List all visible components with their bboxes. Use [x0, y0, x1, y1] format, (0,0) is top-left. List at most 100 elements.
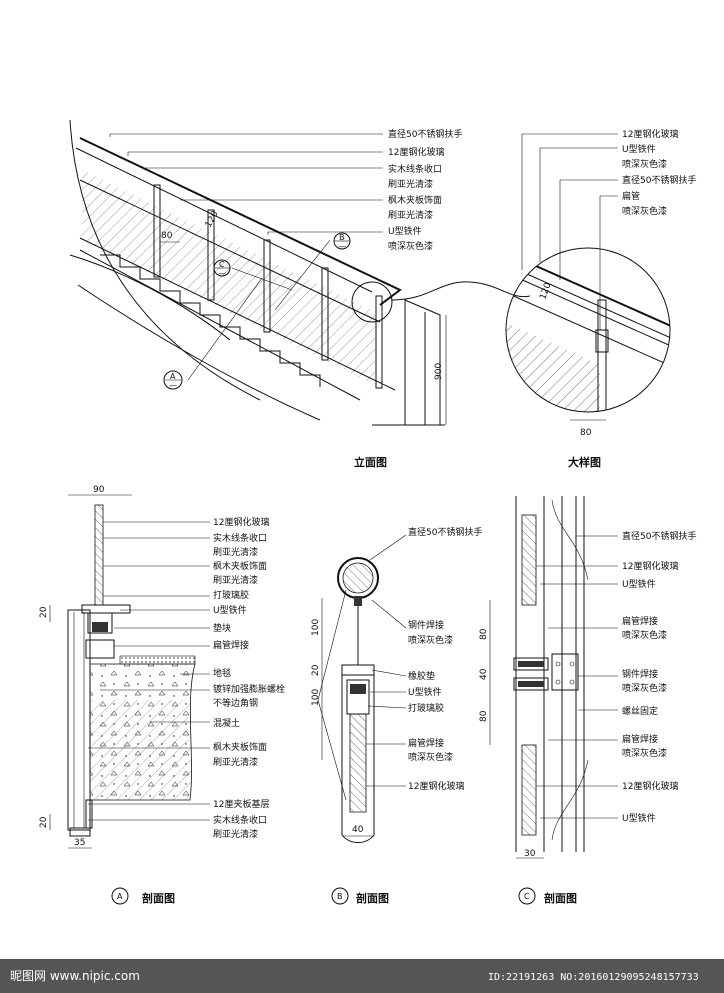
svg-text:直径50不锈钢扶手: 直径50不锈钢扶手	[622, 174, 696, 186]
svg-text:20: 20	[311, 664, 321, 676]
marker-b: B —	[333, 232, 351, 251]
svg-text:90: 90	[93, 485, 105, 495]
svg-text:A: A	[117, 892, 123, 901]
watermark-site: 昵图网 www.nipic.com	[10, 969, 140, 983]
svg-text:钢件焊接: 钢件焊接	[622, 668, 658, 680]
svg-text:刷亚光清漆: 刷亚光清漆	[213, 574, 258, 586]
section-a-labels: 12厘钢化玻璃 实木线条收口 刷亚光清漆 枫木夹板饰面 刷亚光清漆 打玻璃胶 U…	[213, 516, 285, 840]
svg-text:20: 20	[39, 606, 49, 618]
svg-text:12厘钢化玻璃: 12厘钢化玻璃	[622, 560, 678, 572]
section-b-view: 100 20 100 40 直径50不锈钢扶手 钢件焊接 喷深灰色漆 橡胶垫 U…	[311, 526, 482, 905]
label-glass: 12厘钢化玻璃	[388, 146, 444, 158]
svg-text:喷深灰色漆: 喷深灰色漆	[408, 751, 453, 763]
section-b-title: 剖面图	[356, 891, 389, 905]
marker-c: C —	[213, 259, 231, 278]
svg-text:80: 80	[479, 628, 489, 640]
svg-text:喷深灰色漆: 喷深灰色漆	[408, 634, 453, 646]
svg-text:12厘钢化玻璃: 12厘钢化玻璃	[622, 128, 678, 140]
detail-view: 80 120 12厘钢化玻璃 U型铁件 喷深灰色漆 直径50不锈钢扶手 扁管 喷…	[505, 128, 696, 469]
svg-text:B: B	[339, 233, 345, 242]
svg-text:扁管焊接: 扁管焊接	[408, 737, 444, 749]
svg-text:B: B	[337, 892, 343, 901]
svg-text:橡胶垫: 橡胶垫	[408, 670, 435, 682]
svg-text:喷深灰色漆: 喷深灰色漆	[622, 205, 667, 217]
svg-text:—: —	[218, 269, 226, 278]
svg-text:80: 80	[479, 710, 489, 722]
svg-text:扁管焊接: 扁管焊接	[213, 639, 249, 651]
watermark-bar: 昵图网 www.nipic.com ID:22191263 NO:2016012…	[0, 959, 724, 993]
dim-120: 120	[538, 281, 553, 301]
label-matte-varnish-1: 刷亚光清漆	[388, 178, 433, 190]
watermark-id: ID:22191263 NO:20160129095248157733	[488, 972, 699, 983]
elevation-title: 立面图	[354, 455, 387, 469]
svg-text:刷亚光清漆: 刷亚光清漆	[213, 546, 258, 558]
section-a-view: 90 20 20 35	[39, 485, 285, 905]
label-dark-grey-paint: 喷深灰色漆	[388, 240, 433, 252]
section-a-title: 剖面图	[142, 891, 175, 905]
svg-text:实木线条收口: 实木线条收口	[213, 532, 267, 544]
svg-text:直径50不锈钢扶手: 直径50不锈钢扶手	[408, 526, 482, 538]
svg-text:枫木夹板饰面: 枫木夹板饰面	[213, 560, 267, 572]
svg-text:12厘钢化玻璃: 12厘钢化玻璃	[408, 780, 464, 792]
svg-text:螺丝固定: 螺丝固定	[622, 705, 658, 717]
marker-a: A —	[163, 370, 183, 390]
svg-text:U型铁件: U型铁件	[622, 578, 656, 590]
svg-text:100: 100	[311, 689, 321, 706]
svg-text:U型铁件: U型铁件	[622, 812, 656, 824]
dim-120: 120	[204, 209, 221, 229]
svg-text:A: A	[170, 372, 176, 381]
svg-text:20: 20	[39, 816, 49, 828]
svg-text:扁管: 扁管	[622, 190, 640, 202]
section-c-labels: 直径50不锈钢扶手 12厘钢化玻璃 U型铁件 扁管焊接 喷深灰色漆 钢件焊接 喷…	[622, 530, 696, 824]
detail-title: 大样图	[568, 455, 601, 469]
dim-80: 80	[580, 428, 592, 438]
svg-text:扁管焊接: 扁管焊接	[622, 615, 658, 627]
svg-text:40: 40	[479, 668, 489, 680]
svg-text:刷亚光清漆: 刷亚光清漆	[213, 828, 258, 840]
elevation-labels: 直径50不锈钢扶手 12厘钢化玻璃 实木线条收口 刷亚光清漆 枫木夹板饰面 刷亚…	[388, 128, 462, 252]
svg-text:实木线条收口: 实木线条收口	[213, 814, 267, 826]
svg-text:喷深灰色漆: 喷深灰色漆	[622, 629, 667, 641]
svg-text:直径50不锈钢扶手: 直径50不锈钢扶手	[622, 530, 696, 542]
svg-text:U型铁件: U型铁件	[622, 143, 656, 155]
svg-text:40: 40	[352, 825, 364, 835]
section-c-view: 80 40 80 30 直径50不锈钢扶手 12厘钢化玻璃 U型铁件 扁管焊接 …	[479, 496, 696, 905]
dim-900: 900	[434, 363, 444, 380]
dim-80: 80	[161, 231, 173, 241]
label-wood-trim: 实木线条收口	[388, 163, 442, 175]
svg-text:钢件焊接: 钢件焊接	[408, 619, 444, 631]
elevation-view: 900 80 120 直径50不锈钢扶手 12厘钢化玻璃 实木线条收口 刷亚光清…	[69, 119, 531, 469]
section-b-labels: 直径50不锈钢扶手 钢件焊接 喷深灰色漆 橡胶垫 U型铁件 打玻璃胶 扁管焊接 …	[408, 526, 482, 792]
svg-text:35: 35	[74, 838, 85, 848]
svg-text:12厘钢化玻璃: 12厘钢化玻璃	[213, 516, 269, 528]
svg-text:—: —	[169, 381, 177, 390]
svg-text:地毯: 地毯	[213, 667, 231, 679]
label-matte-varnish-2: 刷亚光清漆	[388, 209, 433, 221]
svg-text:刷亚光清漆: 刷亚光清漆	[213, 756, 258, 768]
svg-text:不等边角钢: 不等边角钢	[213, 697, 258, 709]
svg-text:100: 100	[311, 619, 321, 636]
label-handrail: 直径50不锈钢扶手	[388, 128, 462, 140]
svg-text:喷深灰色漆: 喷深灰色漆	[622, 158, 667, 170]
svg-text:C: C	[219, 260, 225, 269]
svg-text:C: C	[524, 892, 530, 901]
posts	[153, 184, 383, 389]
svg-text:30: 30	[524, 849, 536, 859]
section-c-title: 剖面图	[544, 891, 577, 905]
svg-text:12厘夹板基层: 12厘夹板基层	[213, 798, 269, 810]
svg-text:U型铁件: U型铁件	[213, 604, 247, 616]
detail-labels: 12厘钢化玻璃 U型铁件 喷深灰色漆 直径50不锈钢扶手 扁管 喷深灰色漆	[622, 128, 696, 217]
svg-text:—: —	[338, 242, 346, 251]
svg-text:垫块: 垫块	[213, 622, 231, 634]
svg-text:混凝土: 混凝土	[213, 717, 240, 729]
svg-text:打玻璃胶: 打玻璃胶	[213, 589, 249, 601]
svg-text:打玻璃胶: 打玻璃胶	[408, 702, 444, 714]
svg-text:U型铁件: U型铁件	[408, 686, 442, 698]
label-maple-veneer: 枫木夹板饰面	[388, 194, 442, 206]
svg-text:扁管焊接: 扁管焊接	[622, 733, 658, 745]
svg-text:12厘钢化玻璃: 12厘钢化玻璃	[622, 780, 678, 792]
svg-text:喷深灰色漆: 喷深灰色漆	[622, 747, 667, 759]
svg-text:镀锌加强膨胀螺栓: 镀锌加强膨胀螺栓	[213, 683, 285, 695]
svg-text:枫木夹板饰面: 枫木夹板饰面	[213, 741, 267, 753]
